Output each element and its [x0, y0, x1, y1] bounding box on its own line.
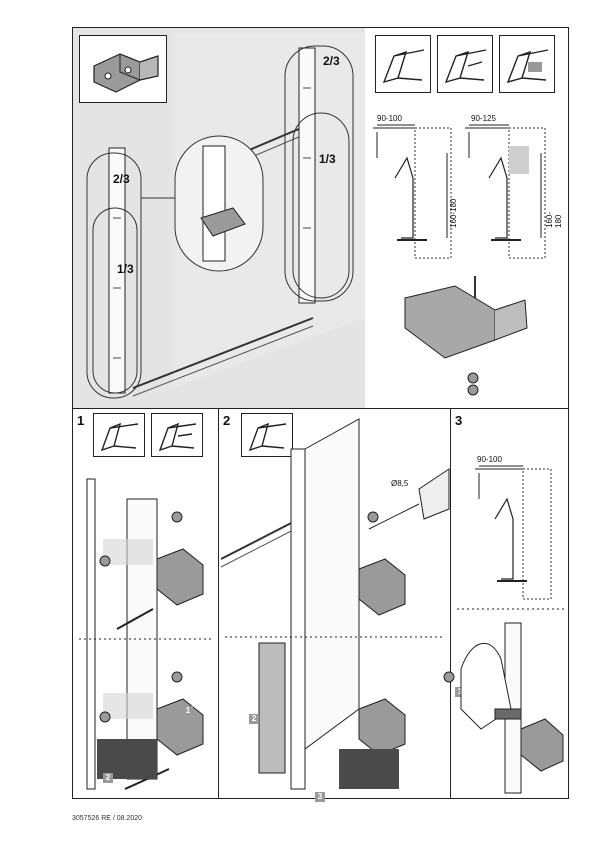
fraction-label: 1/3	[319, 152, 336, 166]
mount-type-a-icon-box	[375, 35, 431, 93]
part-badge: 1	[455, 687, 465, 697]
column-divider	[450, 408, 451, 798]
mount-type-icon-box	[241, 413, 293, 457]
drill-size-label: Ø8,5	[391, 479, 409, 488]
fraction-label: 2/3	[323, 54, 340, 68]
shelf-bracket-icon	[100, 422, 139, 452]
dimension-label: 160-180	[545, 211, 563, 228]
instruction-sheet: 2/3 1/3 2/3 1/3	[72, 27, 569, 802]
shelf-bracket-icon	[444, 49, 487, 84]
dimension-panel: 90-100 90-125 160-180 160-180	[365, 28, 568, 408]
shelf-bracket-icon	[382, 49, 425, 84]
bracket-detail-box	[79, 35, 167, 103]
part-badge: 2	[103, 773, 113, 783]
fraction-label: 1/3	[117, 262, 134, 276]
document-footer: 3057526 RE / 08.2020	[72, 815, 143, 822]
step-3-illustration	[457, 465, 565, 794]
mount-type-icon-box	[93, 413, 145, 457]
section-divider	[73, 408, 568, 409]
part-badge: 3	[315, 792, 325, 802]
wall-rail-illustration	[86, 33, 365, 399]
step-2-illustration	[220, 418, 455, 790]
shelf-bracket-icon	[248, 422, 287, 452]
column-divider	[218, 408, 219, 798]
step-1-illustration	[79, 478, 213, 790]
step-number: 1	[77, 413, 85, 428]
bracket-icon	[93, 53, 159, 93]
step-number: 2	[223, 413, 231, 428]
dimension-label: 160-180	[449, 198, 458, 228]
step-3-panel: 3 90-100	[451, 409, 568, 798]
dimension-drawing	[373, 124, 546, 396]
part-badge: 1	[183, 706, 193, 716]
shelf-bracket-icon	[158, 422, 197, 452]
dimension-label: 90-100	[377, 114, 402, 123]
overview-panel: 2/3 1/3 2/3 1/3	[73, 28, 365, 408]
mount-type-b-icon-box	[437, 35, 493, 93]
step-1-panel: 1 1 2	[73, 409, 218, 798]
mount-type-c-icon-box	[499, 35, 555, 93]
fraction-label: 2/3	[113, 172, 130, 186]
dimension-label: 90-125	[471, 114, 496, 123]
mount-type-icon-box	[151, 413, 203, 457]
step-2-panel: 2 Ø8,5 1 2 3	[219, 409, 465, 802]
step-number: 3	[455, 413, 463, 428]
shelf-bracket-icon	[506, 49, 549, 84]
dimension-label: 90-100	[477, 455, 502, 464]
part-badge: 2	[249, 714, 259, 724]
